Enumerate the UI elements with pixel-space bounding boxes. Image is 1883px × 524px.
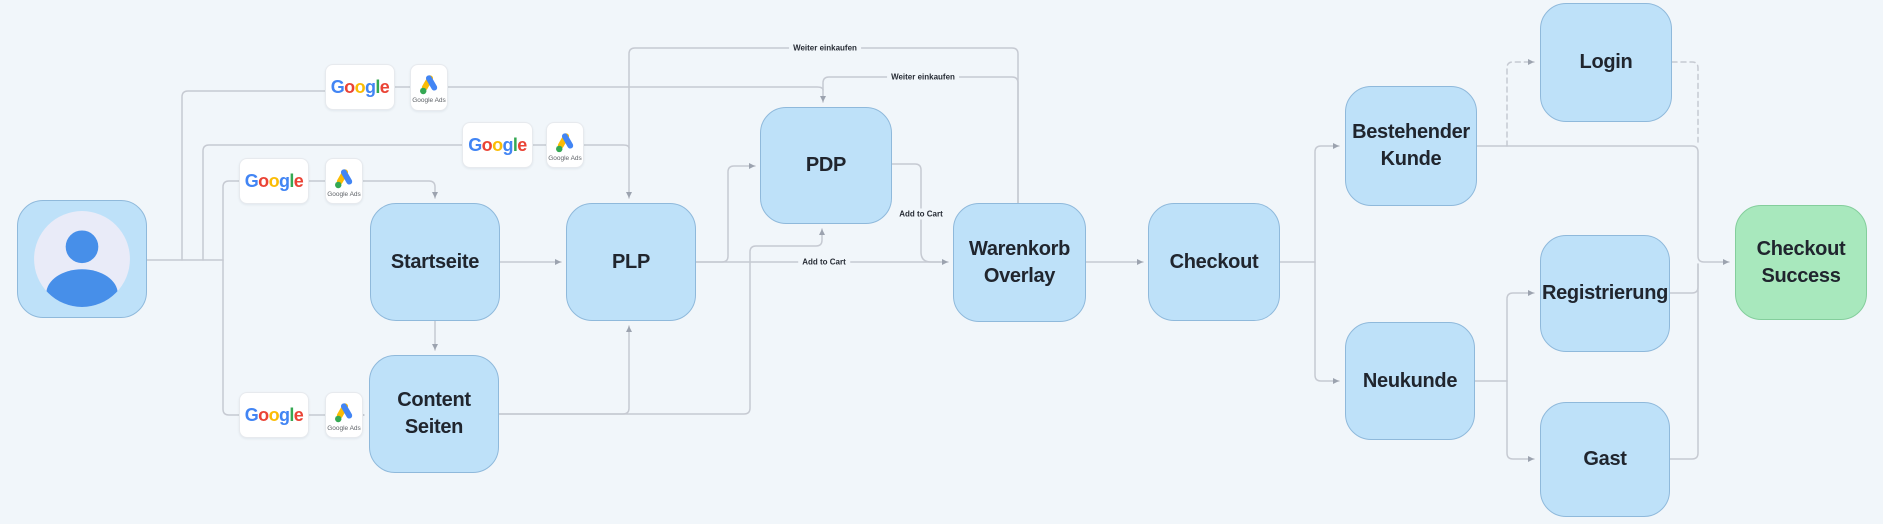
edge-label-add-to-cart-pdp: Add to Cart	[895, 208, 947, 220]
google-ads-label: Google Ads	[412, 97, 446, 104]
node-label: PLP	[612, 250, 650, 273]
node-warenkorb-overlay[interactable]: Warenkorb Overlay	[953, 203, 1086, 322]
google-ads-icon	[555, 132, 573, 152]
google-box-1[interactable]: Google	[325, 64, 395, 110]
node-label: Warenkorb Overlay	[968, 237, 1071, 287]
node-label: Content Seiten	[397, 389, 471, 438]
node-label: Checkout	[1169, 250, 1259, 273]
node-gast[interactable]: Gast	[1540, 402, 1670, 517]
google-ads-label: Google Ads	[327, 424, 361, 432]
node-label: Gast	[1583, 448, 1627, 470]
google-ads-icon	[334, 168, 352, 188]
user-avatar-icon	[34, 211, 130, 307]
google-logo: Google	[244, 170, 304, 191]
node-label: Bestehender Kunde	[1352, 121, 1470, 170]
edge-label-weiter-einkaufen-pdp: Weiter einkaufen	[887, 71, 959, 83]
edge-label-weiter-einkaufen-plp: Weiter einkaufen	[789, 42, 861, 54]
node-label: Neukunde	[1362, 369, 1458, 392]
google-logo: Google	[330, 76, 390, 97]
google-ads-icon	[334, 402, 352, 422]
node-registrierung[interactable]: Registrierung	[1540, 235, 1670, 352]
node-label: Checkout Success	[1756, 237, 1846, 287]
google-ads-box-2[interactable]: Google Ads	[546, 122, 584, 168]
node-label: Login	[1579, 51, 1633, 73]
node-label: Startseite	[390, 250, 480, 273]
node-login[interactable]: Login	[1540, 3, 1672, 122]
node-label: PDP	[805, 154, 847, 176]
google-logo: Google	[468, 134, 527, 155]
node-plp[interactable]: PLP	[566, 203, 696, 321]
google-ads-box-3[interactable]: Google Ads	[325, 158, 363, 204]
google-ads-box-1[interactable]: Google Ads	[410, 64, 448, 111]
google-box-3[interactable]: Google	[239, 158, 309, 204]
node-checkout[interactable]: Checkout	[1148, 203, 1280, 321]
edge-label-add-to-cart-plp: Add to Cart	[798, 256, 850, 268]
google-ads-label: Google Ads	[548, 154, 582, 162]
node-content-seiten[interactable]: Content Seiten	[369, 355, 499, 473]
node-user[interactable]	[17, 200, 147, 318]
google-ads-label: Google Ads	[327, 190, 361, 198]
node-startseite[interactable]: Startseite	[370, 203, 500, 321]
node-label: Registrierung	[1541, 282, 1669, 304]
node-checkout-success[interactable]: Checkout Success	[1735, 205, 1867, 320]
google-logo: Google	[244, 404, 304, 425]
node-pdp[interactable]: PDP	[760, 107, 892, 224]
node-bestehender-kunde[interactable]: Bestehender Kunde	[1345, 86, 1477, 206]
google-ads-icon	[419, 75, 437, 95]
google-box-2[interactable]: Google	[462, 122, 533, 168]
google-box-4[interactable]: Google	[239, 392, 309, 438]
node-neukunde[interactable]: Neukunde	[1345, 322, 1475, 440]
google-ads-box-4[interactable]: Google Ads	[325, 392, 363, 438]
